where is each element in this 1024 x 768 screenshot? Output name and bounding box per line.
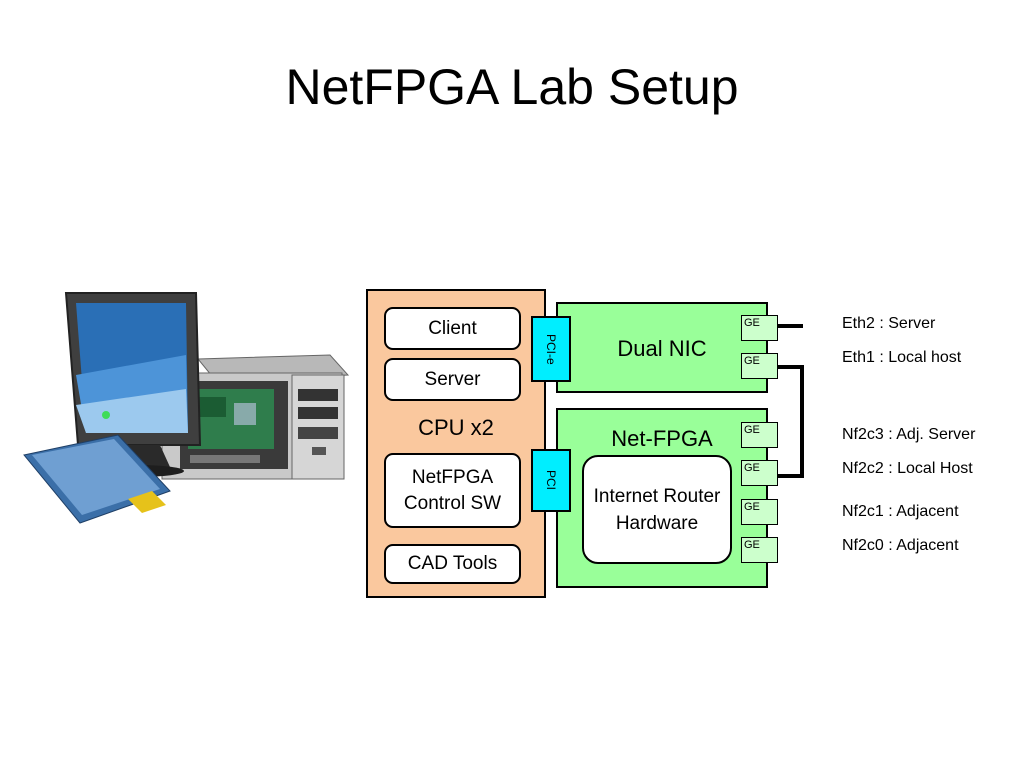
- eth1-to-nf2c2-cable: [778, 365, 804, 478]
- netfpga-control-sw-box: NetFPGA Control SW: [384, 453, 521, 528]
- internet-router-hardware-box: Internet Router Hardware: [582, 455, 732, 564]
- port-label-eth2: Eth2 : Server: [842, 315, 936, 332]
- slide-title: NetFPGA Lab Setup: [285, 59, 739, 115]
- desktop-computer-icon: [23, 292, 350, 524]
- cpu-label: CPU x2: [418, 415, 494, 440]
- ge-port-nf2c3: GE: [741, 422, 778, 448]
- cad-tools-box: CAD Tools: [384, 544, 521, 584]
- pcie-bus: PCI-e: [531, 316, 571, 382]
- ge-port-nf2c2: GE: [741, 460, 778, 486]
- port-label-eth1: Eth1 : Local host: [842, 349, 962, 366]
- client-box: Client: [384, 307, 521, 350]
- ge-port-nf2c0: GE: [741, 537, 778, 563]
- pci-bus-label: PCI: [544, 470, 558, 491]
- port-label-nf2c3: Nf2c3 : Adj. Server: [842, 426, 976, 443]
- ge-port-eth1: GE: [741, 353, 778, 379]
- pci-bus: PCI: [531, 449, 571, 512]
- port-label-nf2c1: Nf2c1 : Adjacent: [842, 503, 959, 520]
- port-label-nf2c2: Nf2c2 : Local Host: [842, 460, 973, 477]
- server-box: Server: [384, 358, 521, 401]
- dual-nic-label: Dual NIC: [617, 336, 707, 361]
- ge-port-nf2c1: GE: [741, 499, 778, 525]
- net-fpga-label: Net-FPGA: [611, 426, 713, 451]
- port-label-nf2c0: Nf2c0 : Adjacent: [842, 537, 959, 554]
- ge-port-eth2: GE: [741, 315, 778, 341]
- pcie-bus-label: PCI-e: [544, 333, 558, 365]
